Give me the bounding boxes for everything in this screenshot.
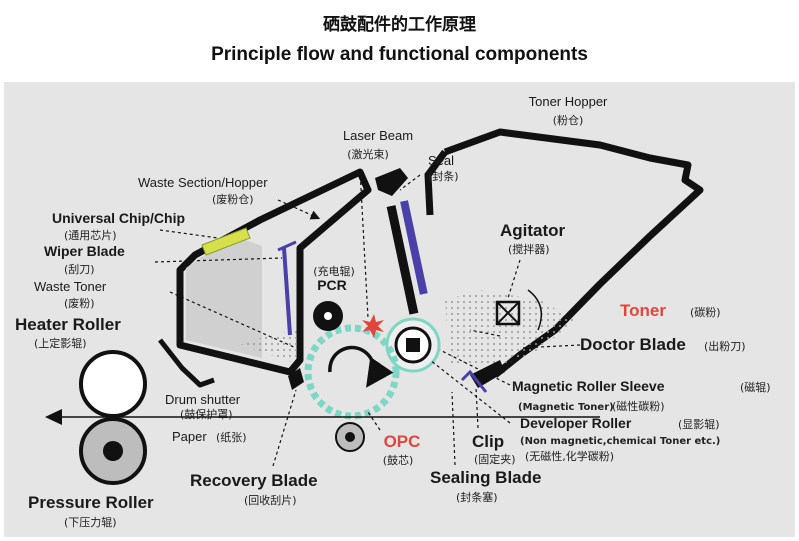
label-waste-toner: Waste Toner (废粉) (34, 279, 107, 310)
svg-text:(鼓芯): (鼓芯) (383, 453, 414, 467)
label-drum-shutter: Drum shutter (鼓保护罩) (165, 392, 241, 421)
svg-text:Toner: Toner (620, 301, 666, 320)
leader-lines (154, 169, 581, 467)
transfer-roller-axle (345, 432, 355, 442)
label-magnetic-roller-sleeve: Magnetic Roller Sleeve (磁辊) (Magnetic To… (512, 378, 771, 413)
title-chinese: 硒鼓配件的工作原理 (323, 15, 476, 35)
label-clip: Clip (固定夹) (472, 432, 516, 466)
label-recovery-blade: Recovery Blade (回收刮片) (190, 471, 318, 507)
wiper-blade (282, 247, 292, 336)
svg-text:Recovery Blade: Recovery Blade (190, 471, 318, 490)
title-block: 硒鼓配件的工作原理 Principle flow and functional … (0, 0, 799, 78)
label-pcr: (充电辊) PCR (313, 264, 355, 293)
toner-dots (445, 290, 575, 368)
svg-text:Wiper Blade: Wiper Blade (44, 243, 125, 259)
label-toner: Toner (碳粉) (620, 301, 721, 320)
magnetic-roller-axle (406, 338, 420, 352)
svg-text:Paper: Paper (172, 429, 207, 444)
svg-text:(纸张): (纸张) (216, 431, 247, 444)
svg-text:(粉仓): (粉仓) (553, 113, 584, 127)
pcr-axle (324, 312, 332, 320)
svg-text:Laser Beam: Laser Beam (343, 128, 413, 143)
opc-rotation-arrow (328, 345, 394, 388)
svg-text:Toner Hopper: Toner Hopper (529, 94, 608, 109)
svg-text:(刮刀): (刮刀) (64, 262, 95, 276)
svg-text:Waste Toner: Waste Toner (34, 279, 107, 294)
label-toner-hopper: Toner Hopper (粉仓) (529, 94, 608, 127)
label-waste-section: Waste Section/Hopper (废粉仓) (138, 175, 268, 206)
svg-text:(鼓保护罩): (鼓保护罩) (180, 407, 233, 421)
svg-text:(固定夹): (固定夹) (474, 452, 516, 466)
heater-roller (79, 350, 147, 418)
svg-text:(充电辊): (充电辊) (313, 264, 355, 278)
svg-text:Waste Section/Hopper: Waste Section/Hopper (138, 175, 268, 190)
svg-text:Pressure Roller: Pressure Roller (28, 493, 154, 512)
agitator (495, 300, 521, 326)
svg-text:(无磁性,化学碳粉): (无磁性,化学碳粉) (525, 449, 614, 463)
opc-drum (304, 324, 400, 420)
svg-text:(磁辊): (磁辊) (740, 380, 771, 394)
svg-text:(磁性碳粉): (磁性碳粉) (612, 399, 665, 413)
label-doctor-blade: Doctor Blade (出粉刀) (580, 335, 746, 354)
svg-text:Sealing Blade: Sealing Blade (430, 468, 541, 487)
svg-text:Heater Roller: Heater Roller (15, 315, 121, 334)
svg-text:(上定影辊): (上定影辊) (34, 336, 87, 350)
svg-text:Agitator: Agitator (500, 221, 566, 240)
agitator-rotation-arrow (527, 289, 543, 331)
label-seal: Seal (封条) (428, 153, 459, 183)
seal (375, 168, 408, 196)
svg-text:(下压力辊): (下压力辊) (64, 515, 117, 529)
recovery-blade (288, 368, 304, 390)
label-sealing-blade: Sealing Blade (封条塞) (430, 468, 541, 504)
svg-text:Clip: Clip (472, 432, 504, 451)
label-laser-beam: Laser Beam (激光束) (343, 128, 413, 161)
doctor-blade-plate (400, 200, 428, 295)
clip (460, 369, 488, 393)
svg-text:PCR: PCR (317, 277, 347, 293)
svg-text:(废粉仓): (废粉仓) (212, 192, 254, 206)
label-wiper-blade: Wiper Blade (刮刀) (44, 243, 125, 276)
waste-hopper-fill (186, 238, 262, 358)
svg-text:Doctor Blade: Doctor Blade (580, 335, 686, 354)
waste-toner-dots (240, 330, 300, 362)
svg-text:Magnetic Roller Sleeve: Magnetic Roller Sleeve (512, 378, 665, 394)
svg-text:(碳粉): (碳粉) (690, 305, 721, 319)
seal-plate (386, 205, 419, 315)
svg-text:(搅拌器): (搅拌器) (508, 242, 550, 256)
svg-text:(封条塞): (封条塞) (456, 490, 498, 504)
laser-spark (362, 314, 384, 338)
hopper-left-wall (424, 149, 448, 216)
wiper-blade-tip (277, 240, 297, 252)
svg-text:(废粉): (废粉) (64, 296, 95, 310)
pressure-roller-axle (103, 441, 123, 461)
svg-text:(Non magnetic,chemical Toner e: (Non magnetic,chemical Toner etc.) (520, 436, 720, 447)
svg-text:(通用芯片): (通用芯片) (64, 228, 117, 242)
svg-text:Universal Chip/Chip: Universal Chip/Chip (52, 210, 185, 226)
universal-chip (201, 227, 251, 256)
label-agitator: Agitator (搅拌器) (500, 221, 566, 256)
label-paper: Paper (纸张) (172, 429, 247, 444)
svg-text:(回收刮片): (回收刮片) (244, 493, 297, 507)
label-developer-roller: Developer Roller (显影辊) (Non magnetic,che… (520, 415, 720, 463)
label-heater-roller: Heater Roller (上定影辊) (15, 315, 121, 350)
paper-direction-arrow (45, 409, 62, 425)
svg-text:(激光束): (激光束) (347, 147, 389, 161)
drum-shutter (158, 338, 215, 388)
svg-text:(Magnetic Toner): (Magnetic Toner) (518, 402, 614, 413)
agitator-cross-b (496, 301, 520, 325)
svg-text:(出粉刀): (出粉刀) (704, 339, 746, 353)
svg-text:OPC: OPC (384, 432, 421, 451)
svg-text:(显影辊): (显影辊) (678, 417, 720, 431)
svg-text:(封条): (封条) (428, 169, 459, 183)
label-pressure-roller: Pressure Roller (下压力辊) (28, 493, 154, 529)
label-opc: OPC (鼓芯) (383, 432, 421, 467)
svg-text:Seal: Seal (428, 153, 454, 168)
svg-text:Drum shutter: Drum shutter (165, 392, 241, 407)
label-universal-chip: Universal Chip/Chip (通用芯片) (52, 210, 185, 242)
title-english: Principle flow and functional components (211, 44, 588, 65)
svg-text:Developer Roller: Developer Roller (520, 415, 632, 431)
